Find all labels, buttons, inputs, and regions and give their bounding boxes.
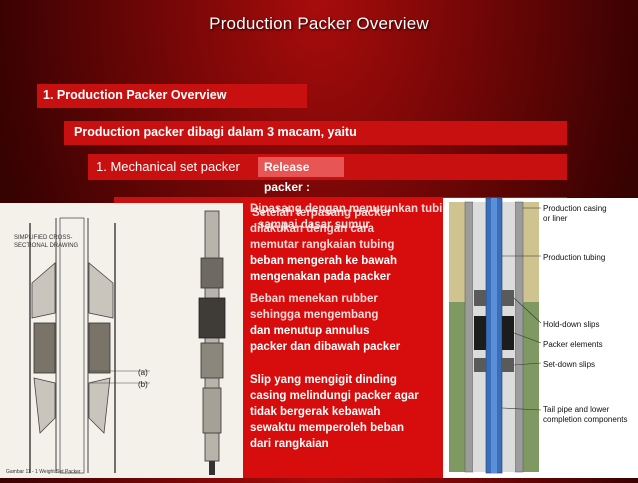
overlap-line-5: memutar rangkaian tubing <box>250 239 395 251</box>
panel-para-1-line-2: mengenakan pada packer <box>250 271 391 283</box>
drawing-caption: Gambar 11 - 1 Weight Set Packer <box>6 469 81 475</box>
label-completion-components: completion components <box>543 415 628 424</box>
label-production-tubing: Production tubing <box>543 253 606 262</box>
panel-para-4-line-2: casing melindungi packer agar <box>250 390 419 402</box>
panel-para-3: packer dan dibawah packer <box>250 341 401 353</box>
label-packer-elements: Packer elements <box>543 340 603 349</box>
label-or-liner: or liner <box>543 214 568 223</box>
intro-band: Production packer dibagi dalam 3 macam, … <box>64 121 567 145</box>
well-diagram-svg <box>449 197 542 474</box>
panel-para-2-line-1: Beban menekan rubber <box>250 293 378 305</box>
drawing-label-a: (a) <box>138 368 148 377</box>
label-hold-down-slips: Hold-down slips <box>543 320 600 329</box>
panel-para-4-line-4: sewaktu memperoleh beban <box>250 422 405 434</box>
panel-para-4-line-1: Slip yang mengigit dinding <box>250 374 397 386</box>
drawing-header-2: SECTIONAL DRAWING <box>14 243 79 249</box>
description-panel <box>243 198 443 478</box>
drawing-label-b: (b) <box>138 380 148 389</box>
overlap-line-1: Dipasang dengan menurunkan tubing <box>250 203 457 215</box>
release-packer-box: Release packer : <box>258 157 344 194</box>
slide-title: Production Packer Overview <box>209 14 429 33</box>
overlap-line-3: Setelah terpasang packer <box>252 207 392 219</box>
weight-set-packer-drawing: SIMPLIFIED CROSS- SECTIONAL DRAWING (a) … <box>0 203 246 478</box>
well-completion-diagram: Production casing or liner Production tu… <box>443 197 638 478</box>
intro-text: Production packer dibagi dalam 3 macam, … <box>74 125 357 139</box>
drawing-header-1: SIMPLIFIED CROSS- <box>14 235 72 241</box>
packer-drawing-svg: SIMPLIFIED CROSS- SECTIONAL DRAWING (a) … <box>6 210 226 475</box>
release-label: Release packer : <box>264 160 311 194</box>
panel-para-2-line-3: dan menutup annulus <box>250 325 370 337</box>
panel-para-2-line-2: sehingga mengembang <box>250 309 379 321</box>
overlap-line-4: dilakukan dengan cara <box>250 223 374 235</box>
panel-para-1-line-1: beban mengerah ke bawah <box>250 255 397 267</box>
section-heading: 1. Production Packer Overview <box>43 88 227 102</box>
panel-para-4-line-5: dari rangkaian <box>250 438 329 450</box>
label-production-casing: Production casing <box>543 204 607 213</box>
type-label: 1. Mechanical set packer <box>96 159 240 174</box>
overlap-line-2: sampai dasar sumur <box>258 219 370 231</box>
section-heading-band: 1. Production Packer Overview <box>37 84 307 108</box>
label-tail-pipe: Tail pipe and lower <box>543 405 610 414</box>
panel-para-4-line-3: tidak bergerak kebawah <box>250 406 381 418</box>
label-set-down-slips: Set-down slips <box>543 360 596 369</box>
